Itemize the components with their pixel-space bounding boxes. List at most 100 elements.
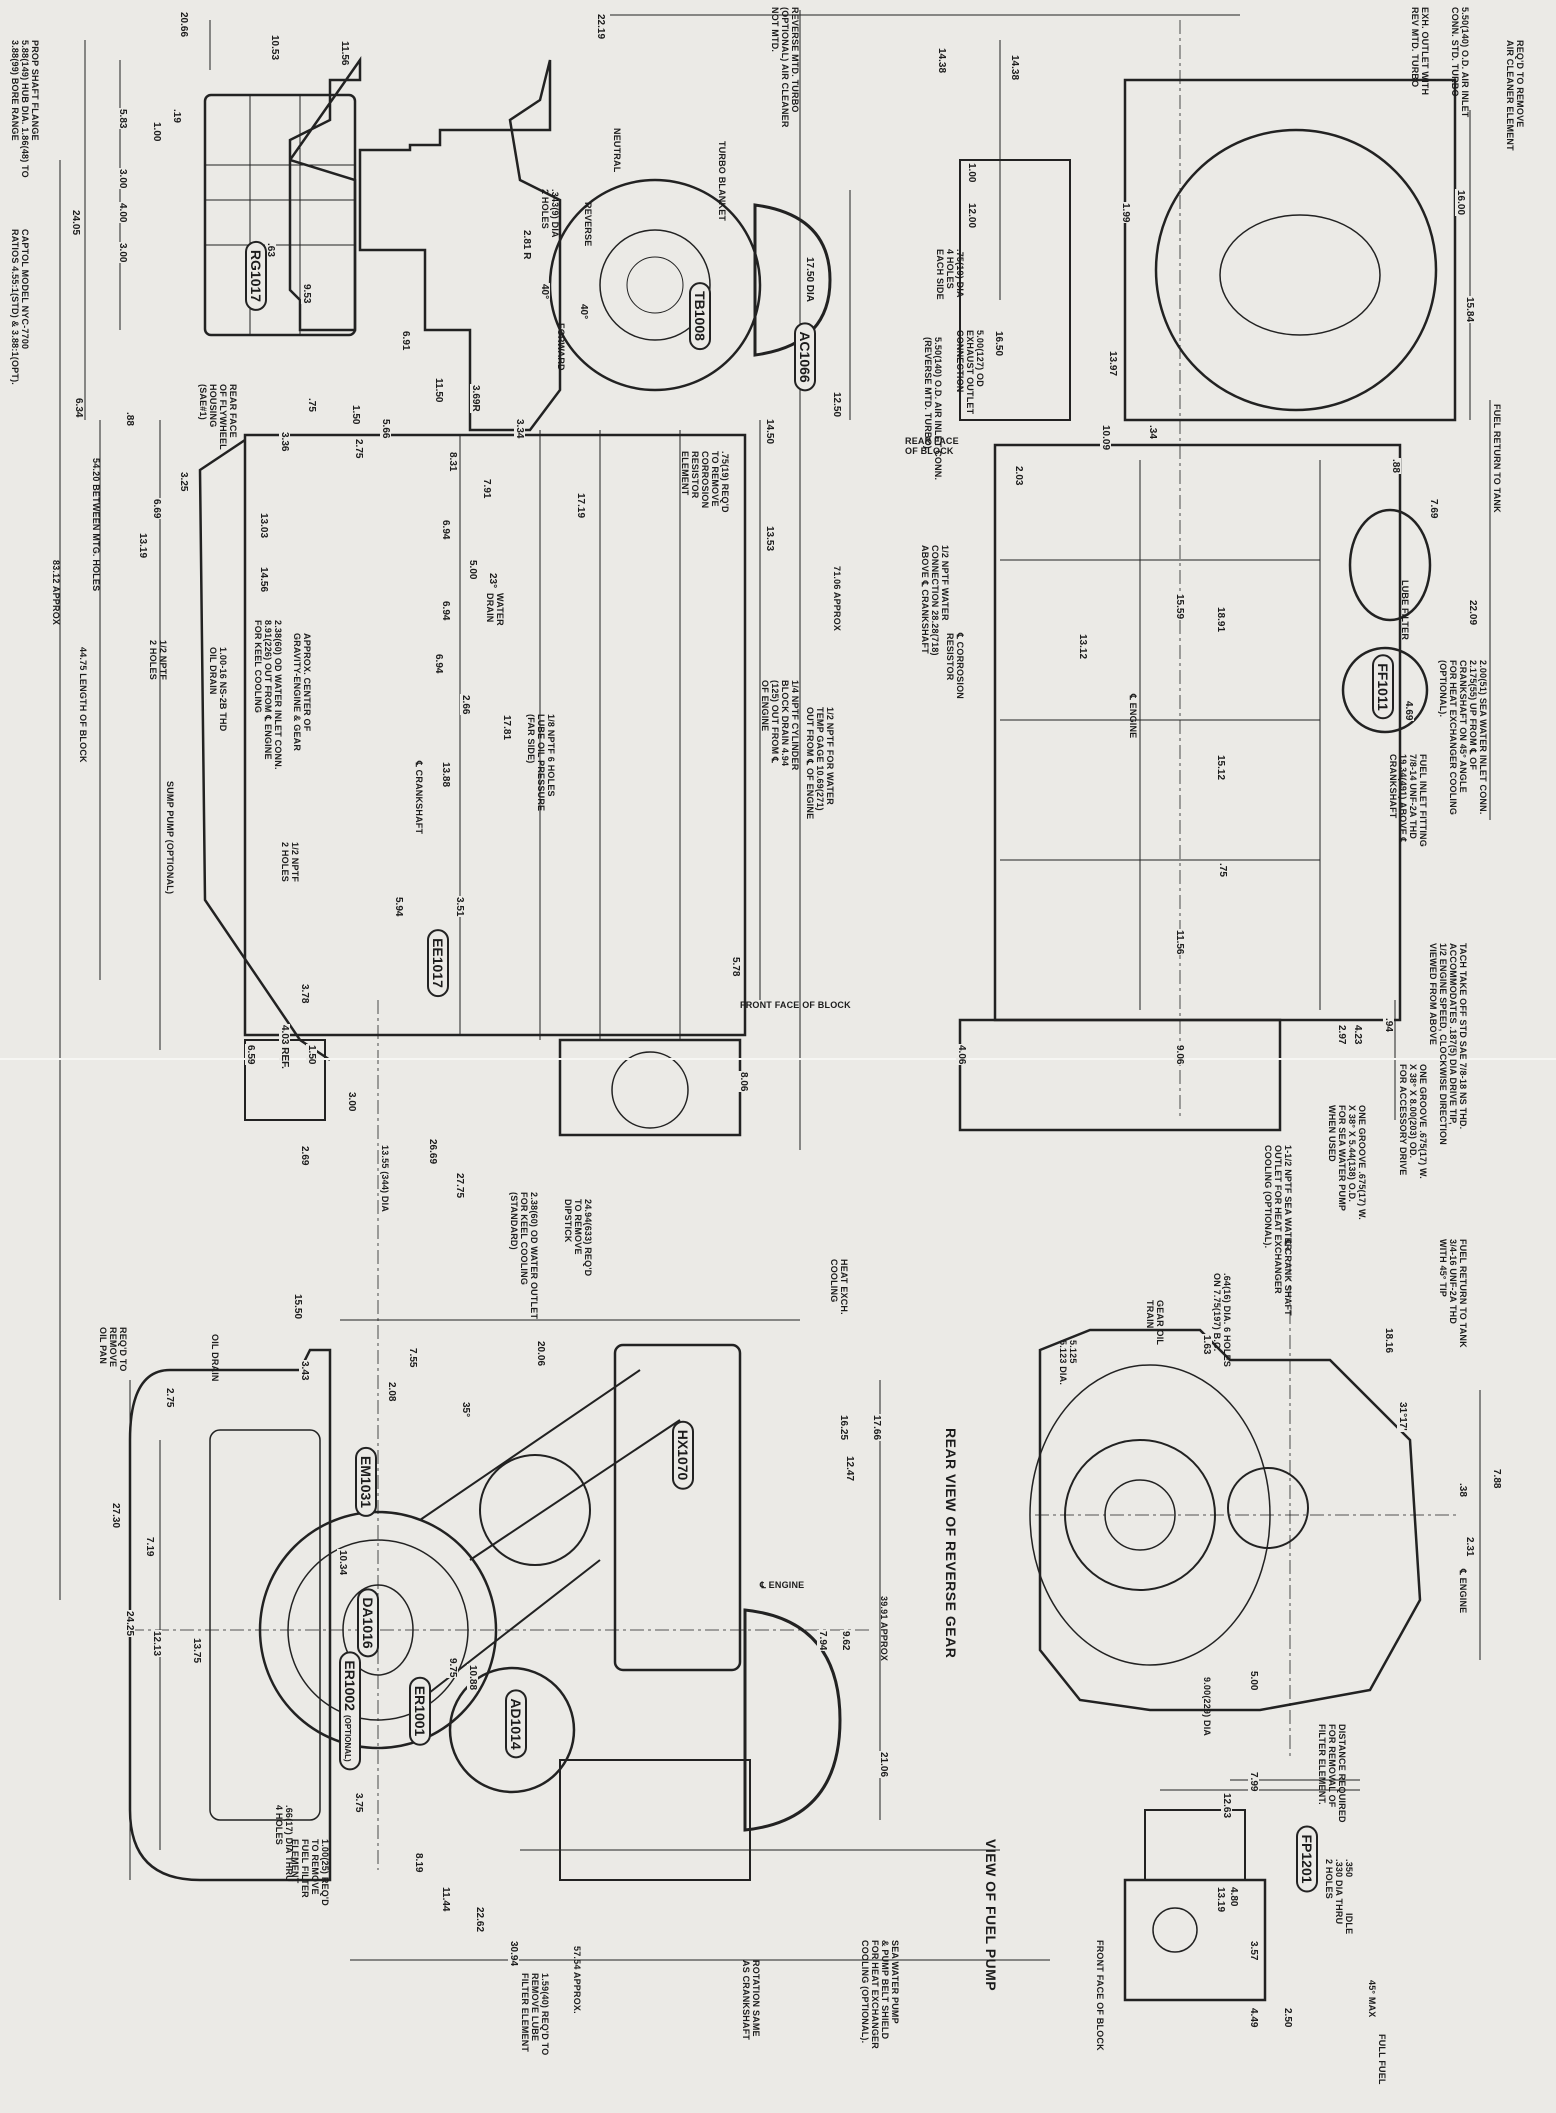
dimension-value: 7.99 — [1248, 1771, 1259, 1793]
dimension-value: 2.69 — [299, 1145, 310, 1167]
dimension-value: 9.53 — [301, 283, 312, 305]
dimension-value: .34 — [1147, 424, 1158, 440]
dimension-value: 1.99 — [1120, 202, 1131, 224]
dimension-value: 3.00 — [346, 1091, 357, 1113]
dimension-value: 3.78 — [299, 983, 310, 1005]
dimension-value: 27.30 — [110, 1502, 121, 1530]
part-number-text: ER1002 — [342, 1660, 358, 1711]
part-number-text: AC1066 — [797, 331, 813, 383]
dimension-value: 4.69 — [1403, 700, 1414, 722]
dimension-value: 4.00 — [117, 202, 128, 224]
dimension-value: 16.50 — [993, 330, 1004, 358]
dimension-value: 11.56 — [1174, 929, 1185, 956]
dimension-value: 20.06 — [535, 1340, 546, 1368]
fuel-pump-view — [1123, 1809, 1267, 2002]
callout-label: 71.06 APPROX — [832, 566, 842, 632]
view-title: VIEW OF FUEL PUMP — [983, 1839, 999, 1992]
dimension-value: 2.66 — [460, 694, 471, 716]
dimension-value: 1.00 — [966, 162, 977, 184]
callout-label: SEA WATER PUMP & PUMP BELT SHIELD FOR HE… — [860, 1940, 900, 2049]
dimension-value: 12.00 — [966, 202, 977, 230]
dimension-value: 15.50 — [292, 1293, 303, 1321]
callout-label: EXH. OUTLET WITH REV MTD. TURBO — [1410, 7, 1430, 96]
dimension-value: 11.56 — [339, 40, 350, 67]
engine-block — [243, 433, 747, 1037]
dimension-value: 1.00 — [151, 121, 162, 143]
heat-exchanger — [613, 1343, 742, 1672]
callout-label: ℄ CRANKSHAFT — [414, 761, 424, 835]
part-number-badge-er1002: ER1002 (OPTIONAL) — [339, 1651, 361, 1771]
dimension-value: .94 — [1383, 1017, 1394, 1033]
callout-label: 54.20 BETWEEN MTG. HOLES — [91, 458, 101, 592]
callout-label: ONE GROOVE .675(17) W. X 38° X 5.44(138)… — [1327, 1105, 1367, 1220]
dimension-value: 15.59 — [1174, 593, 1185, 621]
callout-label: ℄ ENGINE — [1458, 1569, 1468, 1614]
side-view-engine — [198, 56, 832, 1137]
callout-label: .343(9) DIA 2 HOLES — [540, 189, 560, 238]
dimension-value: 4.06 — [956, 1044, 967, 1066]
part-number-note: (OPTIONAL) — [343, 1714, 352, 1762]
callout-label: 2.00(51) SEA WATER INLET CONN. 2.175(55)… — [1438, 660, 1488, 816]
callout-label: IDLE — [1344, 1913, 1354, 1935]
dimension-value: 4.49 — [1248, 2007, 1259, 2029]
dimension-value: 12.13 — [151, 1630, 162, 1658]
dimension-value: 12.63 — [1221, 1792, 1232, 1820]
dimension-value: 11.44 — [440, 1886, 451, 1913]
dimension-value: .88 — [124, 411, 135, 427]
reverse-gear-housing — [358, 59, 562, 432]
dimension-value: 6.94 — [440, 600, 451, 622]
part-number-badge-em1031: EM1031 — [355, 1446, 377, 1518]
dimension-value: 3.00 — [117, 168, 128, 190]
dimension-value: 2.31 — [1464, 1536, 1475, 1558]
part-number-text: FP1201 — [1299, 1834, 1315, 1884]
dimension-value: 10.34 — [337, 1549, 348, 1577]
dimension-value: 2.03 — [1013, 465, 1024, 487]
dimension-value: 13.12 — [1077, 633, 1088, 661]
dimension-value: 22.19 — [595, 13, 606, 41]
dimension-value: 10.88 — [467, 1664, 478, 1692]
callout-label: 24.94(633) REQ'D TO REMOVE DIPSTICK — [563, 1199, 593, 1277]
callout-label: DISTANCE REQUIRED FOR REMOVAL OF FILTER … — [1317, 1724, 1347, 1823]
dimension-value: 4.80 — [1228, 1886, 1239, 1908]
dimension-value: 8.19 — [413, 1852, 424, 1874]
callout-label: 44.75 LENGTH OF BLOCK — [78, 647, 88, 763]
dimension-value: 3.43 — [299, 1360, 310, 1382]
callout-label: REVERSE MTD. TURBO (OPTIONAL) AIR CLEANE… — [770, 7, 800, 128]
dimension-value: 14.56 — [258, 566, 269, 594]
callout-label: SUMP PUMP (OPTIONAL) — [165, 781, 175, 895]
dimension-value: 17.50 DIA — [804, 256, 815, 304]
dimension-value: 9.62 — [840, 1630, 851, 1652]
dimension-value: 13.19 — [137, 532, 148, 560]
callout-label: CAPTOL MODEL NYC-7700 RATIOS 4.55:1(STD)… — [10, 229, 30, 385]
callout-label: FRONT FACE OF BLOCK — [740, 1000, 851, 1010]
dimension-value: 15.84 — [1464, 296, 1475, 324]
callout-label: FORWARD — [556, 323, 566, 371]
dimension-value: 3.69R — [470, 384, 481, 413]
dimension-value: 14.38 — [936, 47, 947, 75]
dimension-value: 7.88 — [1491, 1468, 1502, 1490]
air-cleaner-housing — [1123, 78, 1457, 422]
dimension-value: 22.09 — [1467, 599, 1478, 627]
part-number-text: EE1017 — [430, 938, 446, 988]
dimension-value: 1.63 — [1201, 1334, 1212, 1356]
callout-label: FRONT FACE OF BLOCK — [1095, 1940, 1105, 2051]
callout-label: REAR FACE OF FLYWHEEL HOUSING (SAE#1) — [198, 384, 238, 450]
part-number-badge-tb1008: TB1008 — [689, 282, 711, 350]
part-number-text: HX1070 — [675, 1429, 691, 1481]
dimension-value: 2.75 — [353, 438, 364, 460]
dimension-value: 10.09 — [1100, 424, 1111, 452]
part-number-badge-hx1070: HX1070 — [672, 1420, 694, 1490]
dimension-value: 23° — [487, 572, 498, 590]
callout-label: 1.59(40) REQ'D TO REMOVE LUBE FILTER ELE… — [520, 1973, 550, 2056]
dimension-value: 24.05 — [70, 209, 81, 237]
dimension-value: 31°17' — [1397, 1401, 1408, 1432]
part-number-badge-da1016: DA1016 — [357, 1588, 379, 1658]
dimension-value: 30.94 — [508, 1940, 519, 1968]
front-view-engine — [128, 1000, 870, 1882]
dimension-value: .75 — [1217, 862, 1228, 878]
air-cleaner-front — [743, 1608, 842, 1832]
part-number-text: DA1016 — [360, 1597, 376, 1649]
callout-label: NEUTRAL — [612, 128, 622, 173]
dimension-value: 17.66 — [871, 1414, 882, 1442]
dimension-value: 13.19 — [1215, 1886, 1226, 1914]
